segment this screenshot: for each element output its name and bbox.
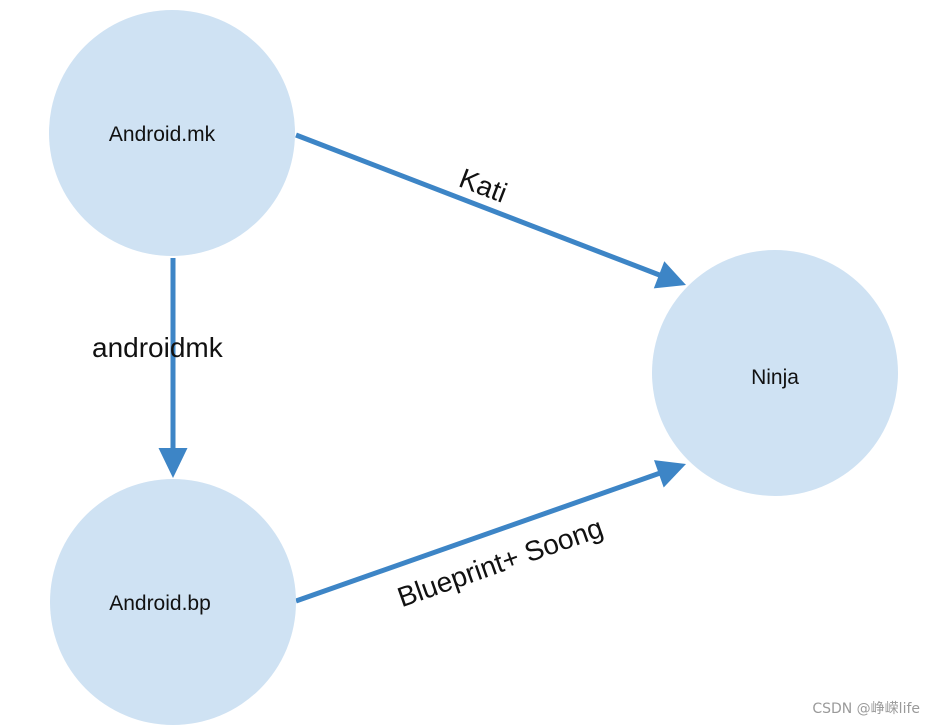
node-android-mk-label: Android.mk [109,123,216,146]
edge-androidmk: androidmk [92,258,224,478]
edge-label-androidmk: androidmk [92,332,224,363]
watermark-text: CSDN @峥嵘life [812,701,920,717]
node-ninja-label: Ninja [751,366,799,389]
edge-blueprint-soong: Blueprint+ Soong [295,460,686,613]
edge-kati: Kati [295,132,686,289]
node-ninja: Ninja [652,250,898,496]
edge-androidmk-arrowhead [158,448,188,478]
node-android-mk: Android.mk [49,10,295,256]
node-android-bp-label: Android.bp [109,592,211,615]
edge-kati-arrowhead [653,261,686,289]
edge-blueprint-soong-arrowhead [654,460,686,488]
node-android-bp-circle [50,479,296,725]
node-ninja-circle [652,250,898,496]
edge-kati-line [295,132,663,279]
node-android-bp: Android.bp [50,479,296,725]
edge-blueprint-soong-line [295,469,664,604]
node-android-mk-circle [49,10,295,256]
